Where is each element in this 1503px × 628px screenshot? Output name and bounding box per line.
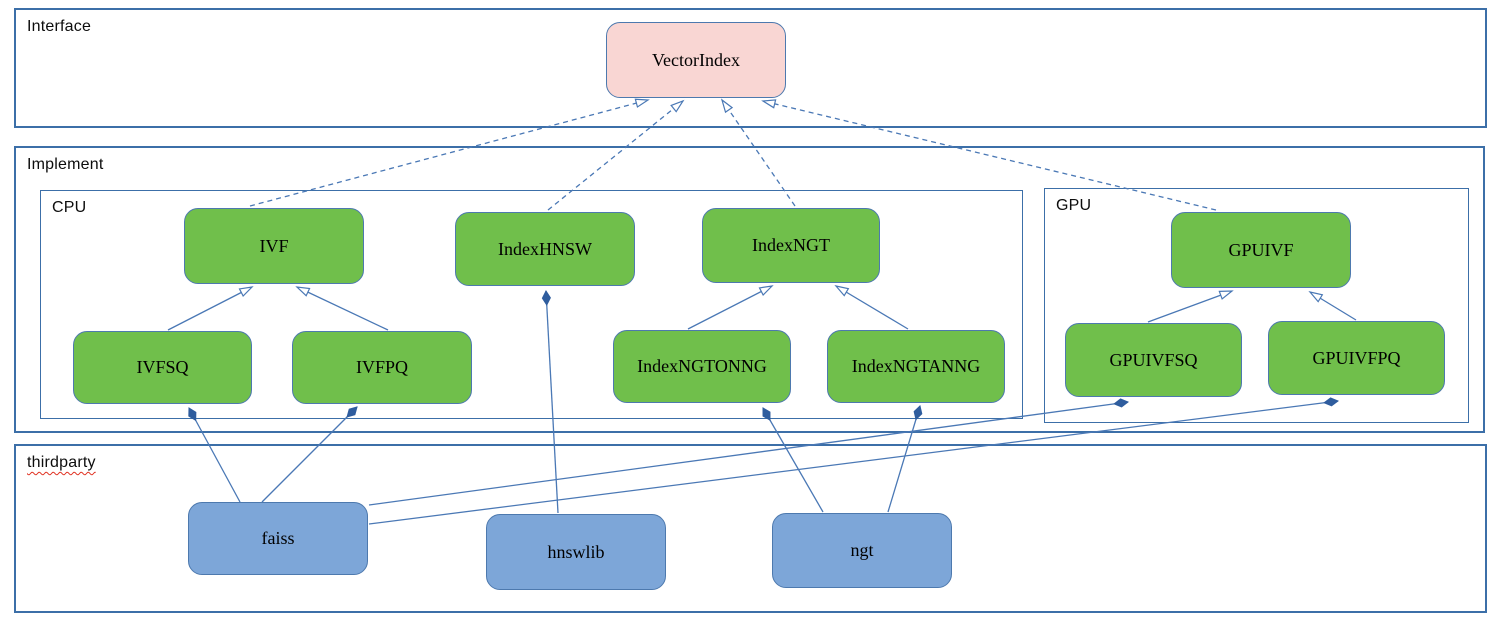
- node-indexhnsw[interactable]: IndexHNSW: [455, 212, 635, 286]
- node-ngt[interactable]: ngt: [772, 513, 952, 588]
- node-vectorindex[interactable]: VectorIndex: [606, 22, 786, 98]
- node-ivfsq[interactable]: IVFSQ: [73, 331, 252, 404]
- node-indexngt-label: IndexNGT: [752, 235, 830, 255]
- node-faiss[interactable]: faiss: [188, 502, 368, 575]
- node-ivfpq[interactable]: IVFPQ: [292, 331, 472, 404]
- node-indexngt[interactable]: IndexNGT: [702, 208, 880, 283]
- node-indexngtanng-label: IndexNGTANNG: [851, 356, 981, 376]
- node-gpuivfsq-label: GPUIVFSQ: [1109, 349, 1198, 370]
- node-gpuivf-label: GPUIVF: [1228, 239, 1294, 260]
- node-ivfsq-label: IVFSQ: [136, 357, 189, 377]
- container-interface-label: Interface: [27, 18, 92, 35]
- node-indexhnsw-label: IndexHNSW: [498, 238, 592, 259]
- container-thirdparty-label: thirdparty: [27, 454, 96, 471]
- container-implement-label: Implement: [27, 156, 104, 173]
- node-ivf-label: IVF: [259, 235, 289, 256]
- node-hnswlib[interactable]: hnswlib: [486, 514, 666, 590]
- node-gpuivf[interactable]: GPUIVF: [1171, 212, 1351, 288]
- node-hnswlib-label: hnswlib: [547, 541, 605, 562]
- node-ngt-label: ngt: [850, 540, 874, 560]
- node-gpuivfpq[interactable]: GPUIVFPQ: [1268, 321, 1445, 395]
- container-cpu-label: CPU: [52, 199, 87, 216]
- container-gpu-label: GPU: [1056, 197, 1092, 214]
- node-vectorindex-label: VectorIndex: [652, 49, 740, 70]
- node-faiss-label: faiss: [261, 528, 295, 548]
- node-indexngtonng-label: IndexNGTONNG: [637, 356, 767, 376]
- node-gpuivfpq-label: GPUIVFPQ: [1312, 347, 1401, 368]
- node-indexngtanng[interactable]: IndexNGTANNG: [827, 330, 1005, 403]
- node-ivfpq-label: IVFPQ: [355, 357, 408, 377]
- node-ivf[interactable]: IVF: [184, 208, 364, 284]
- node-gpuivfsq[interactable]: GPUIVFSQ: [1065, 323, 1242, 397]
- node-indexngtonng[interactable]: IndexNGTONNG: [613, 330, 791, 403]
